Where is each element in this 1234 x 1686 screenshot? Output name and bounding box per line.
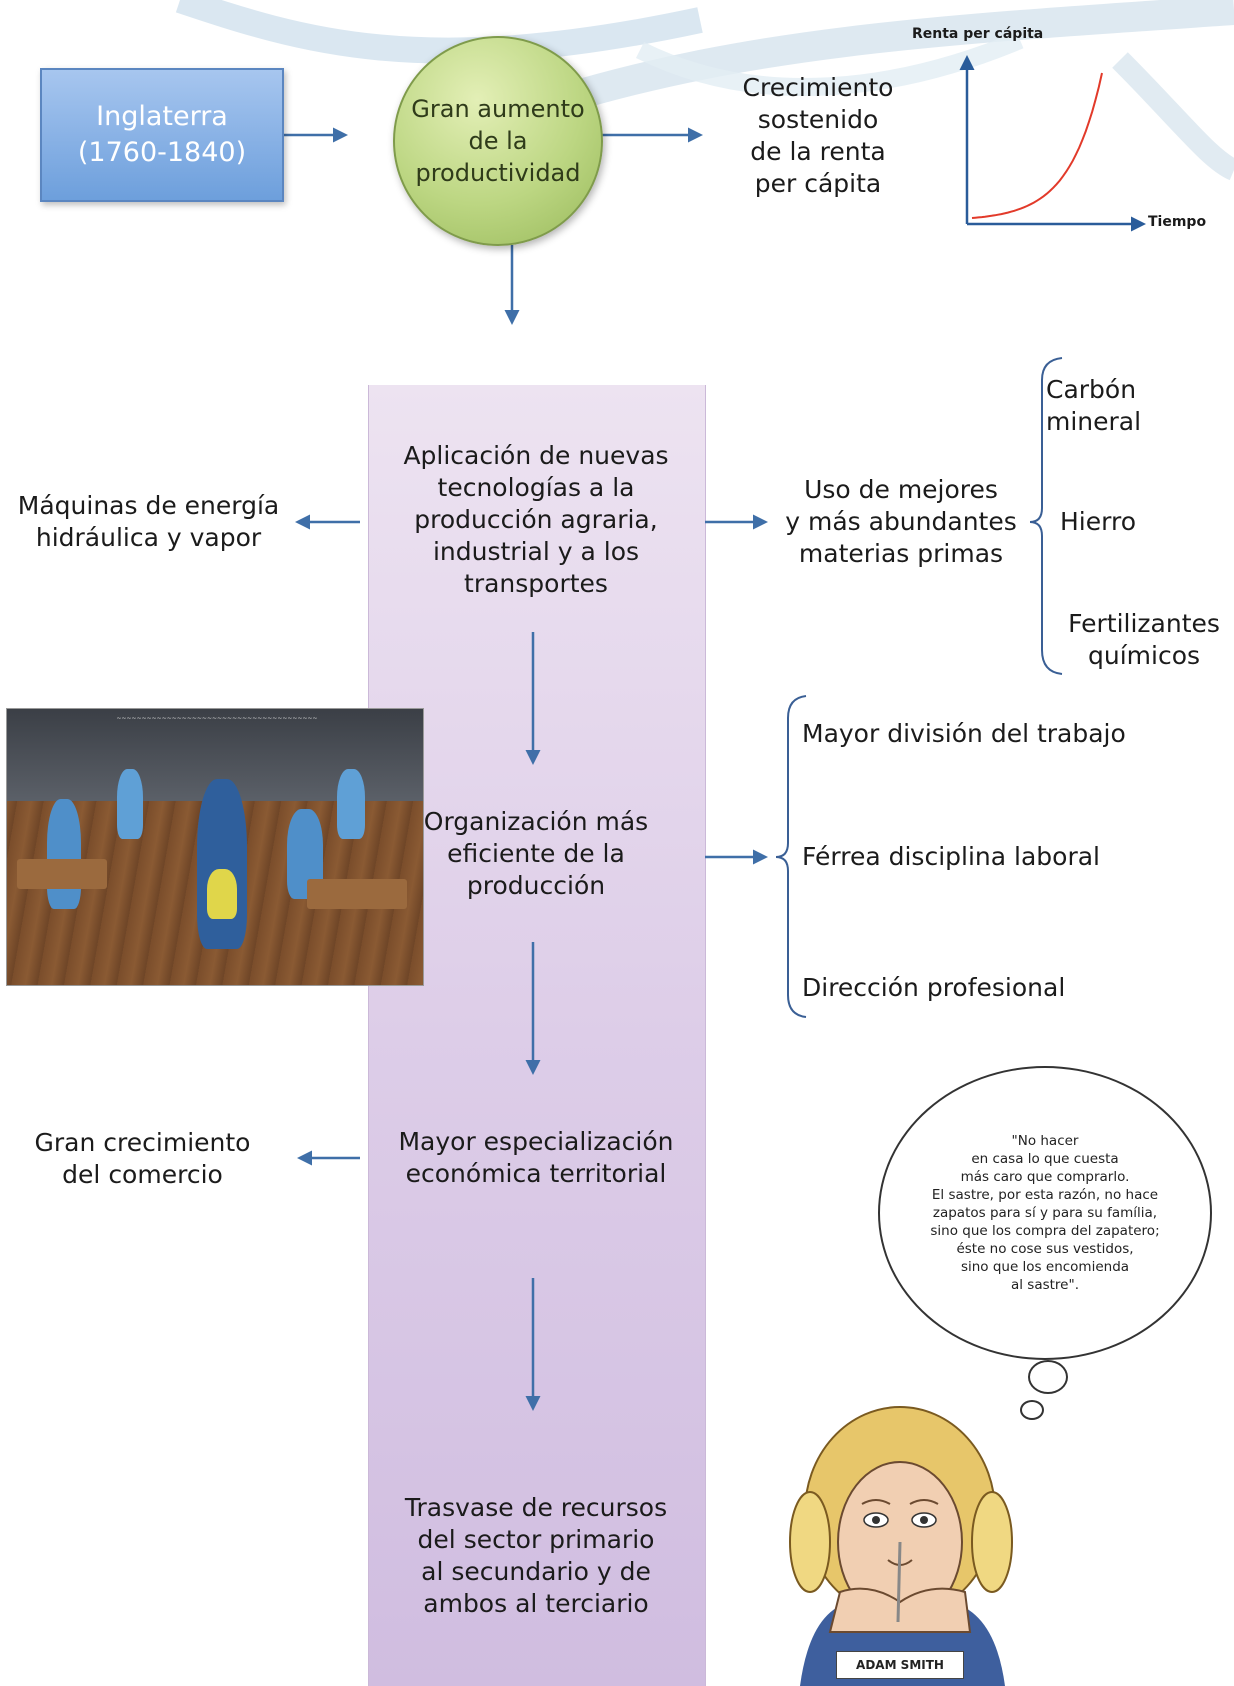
material-coal: Carbón mineral xyxy=(1046,375,1142,436)
thought-circle-large xyxy=(1028,1360,1068,1394)
growth-text: Crecimiento sostenido de la renta per cá… xyxy=(742,73,894,198)
org-labor-discipline: Férrea disciplina laboral xyxy=(802,842,1100,871)
factory-illustration: ~~~~~~~~~~~~~~~~~~~~~~~~~~~~~~~~~~~~~~~~ xyxy=(6,708,424,986)
machines-text: Máquinas de energía hidráulica y vapor xyxy=(17,491,280,552)
chart-y-label: Renta per cápita xyxy=(912,26,1044,42)
material-fertilizers: Fertilizantes químicos xyxy=(1068,609,1220,670)
step-specialization: Mayor especialización económica territor… xyxy=(398,1127,674,1188)
productivity-circle: Gran aumento de la productividad xyxy=(393,36,603,246)
thought-circle-small xyxy=(1020,1400,1044,1420)
step-organization: Organización más eficiente de la producc… xyxy=(423,807,649,900)
material-iron: Hierro xyxy=(1060,507,1136,536)
central-column xyxy=(368,385,706,1686)
step-resources: Trasvase de recursos del sector primario… xyxy=(404,1493,668,1618)
adam-smith-label: ADAM SMITH xyxy=(836,1651,964,1679)
illustration-caption-scribble: ~~~~~~~~~~~~~~~~~~~~~~~~~~~~~~~~~~~~~~~~ xyxy=(116,715,318,722)
trade-text: Gran crecimiento del comercio xyxy=(34,1128,251,1189)
england-box: Inglaterra (1760-1840) xyxy=(40,68,284,202)
organization-bracket xyxy=(775,695,807,1018)
step-technology: Aplicación de nuevas tecnologías a la pr… xyxy=(403,441,669,598)
adam-smith-portrait xyxy=(789,1406,1013,1686)
chart-x-label: Tiempo xyxy=(1148,214,1207,230)
chart-income-curve xyxy=(971,72,1103,219)
background-swoosh xyxy=(175,0,1234,181)
quote-text: "No hacer en casa lo que cuesta más caro… xyxy=(930,1133,1160,1293)
quote-bubble: "No hacer en casa lo que cuesta más caro… xyxy=(878,1066,1212,1360)
materials-intro: Uso de mejores y más abundantes materias… xyxy=(785,475,1017,568)
income-chart xyxy=(959,55,1146,232)
org-division-of-labor: Mayor división del trabajo xyxy=(802,719,1126,748)
org-professional-management: Dirección profesional xyxy=(802,973,1066,1002)
